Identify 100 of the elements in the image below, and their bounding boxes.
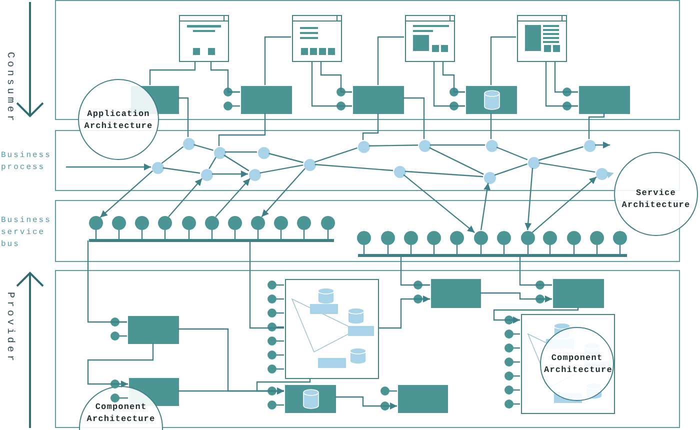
connector-line [162, 167, 200, 174]
screen-mockup-drawing [517, 15, 567, 62]
connector-line [377, 36, 404, 85]
process-node [201, 169, 213, 181]
connector-line [430, 144, 485, 146]
process-node [183, 138, 195, 150]
connector-line [494, 163, 528, 176]
connector-line [268, 152, 304, 164]
arrow [480, 182, 491, 230]
connector-line [311, 61, 352, 107]
bus-endpoint [474, 231, 488, 255]
connector-line [260, 164, 304, 174]
arrow [335, 396, 397, 410]
bus-endpoint [321, 216, 335, 240]
bus-endpoint [251, 216, 265, 240]
process-node [249, 169, 261, 181]
component-box [398, 385, 448, 413]
connector-line [545, 61, 578, 107]
bus-endpoint [357, 231, 371, 255]
bus-endpoint [89, 216, 103, 240]
connector-line [161, 146, 184, 164]
connector-line [404, 170, 484, 178]
process-node [152, 162, 164, 174]
arrow [493, 307, 579, 324]
bus-endpoint [112, 216, 126, 240]
connector-line [362, 113, 379, 140]
arrow [403, 174, 475, 234]
bus-endpoint [404, 231, 418, 255]
connector-line [538, 146, 584, 161]
connector-line [442, 61, 465, 93]
connector-line [178, 97, 189, 137]
arrow [256, 378, 311, 394]
process-node [304, 159, 316, 171]
process-node [394, 166, 406, 178]
process-node [484, 172, 496, 184]
arrow [100, 170, 153, 218]
process-node [596, 168, 608, 180]
connector-line [249, 240, 284, 329]
magnifier-circle [540, 327, 614, 401]
screen-mockup-drawing [405, 15, 455, 62]
process-node [584, 140, 596, 152]
bus-endpoint [567, 231, 581, 255]
process-node [214, 147, 226, 159]
connector-line [314, 147, 358, 163]
arrow [215, 178, 250, 218]
process-node [358, 141, 370, 153]
arrow [261, 168, 306, 218]
arrow [524, 168, 534, 230]
arrow [168, 178, 202, 218]
connector-line [400, 256, 430, 286]
connector-line [224, 154, 250, 172]
connector-line [554, 61, 578, 93]
bus-endpoint [543, 231, 557, 255]
bus-line [358, 254, 627, 256]
arrow [212, 170, 248, 178]
connector-line [320, 61, 352, 93]
bus-endpoint [182, 216, 196, 240]
connector-line [208, 156, 216, 170]
connector-line [87, 240, 127, 323]
bus-endpoint [381, 231, 395, 255]
process-node [258, 147, 270, 159]
connector-line [194, 144, 214, 151]
process-node [528, 157, 540, 169]
arrow [378, 296, 430, 329]
arrow [595, 142, 610, 148]
connector-line [429, 147, 484, 175]
bus-endpoint [158, 216, 172, 240]
connector-line [264, 36, 291, 85]
bus-endpoint [427, 231, 441, 255]
bus-endpoint [613, 231, 627, 255]
component-box [579, 86, 630, 114]
circle-label: Service Architecture [620, 187, 692, 211]
component-box [241, 86, 292, 114]
process-node [419, 140, 431, 152]
bus-endpoint [135, 216, 149, 240]
arrow [66, 164, 151, 170]
bus-endpoint [450, 231, 464, 255]
bus-endpoint [590, 231, 604, 255]
connector-line [225, 151, 257, 153]
axis-label: Provider [4, 292, 15, 364]
component-box [466, 86, 517, 114]
screen-mockup-drawing [292, 15, 342, 62]
connector-line [519, 256, 552, 286]
circle-label: Application Architecture [83, 108, 154, 132]
screen-mockup-drawing [179, 15, 229, 62]
component-box [553, 279, 604, 308]
bus-endpoint [497, 231, 511, 255]
bus-endpoint [274, 216, 288, 240]
circle-label: Component Architecture [544, 352, 610, 376]
connector-line [314, 164, 394, 172]
arrow [87, 343, 154, 388]
connector-line [149, 61, 196, 85]
axis-label: Consumer [4, 52, 15, 124]
process-node [486, 140, 498, 152]
connector-line [218, 113, 266, 146]
bus-line [89, 239, 334, 242]
connector-line [538, 162, 596, 173]
bus-endpoint [205, 216, 219, 240]
component-box [128, 316, 179, 344]
connector-line [496, 146, 528, 160]
